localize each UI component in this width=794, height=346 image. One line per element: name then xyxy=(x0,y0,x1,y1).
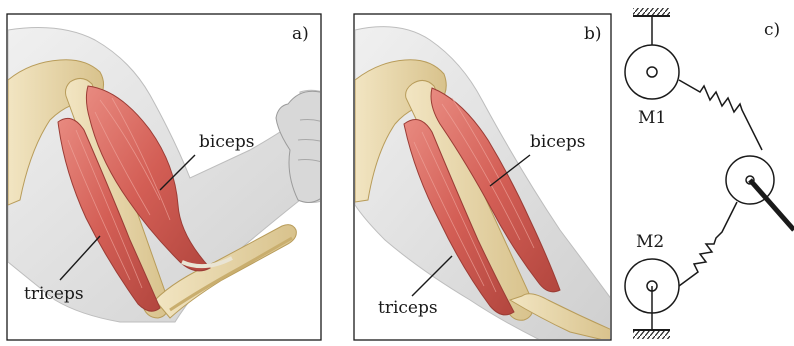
panel-b-triceps-label: triceps xyxy=(378,300,438,317)
panel-c-tag: c) xyxy=(764,22,780,39)
motor-m1-hub xyxy=(647,67,657,77)
panel-c xyxy=(625,8,794,339)
lower-spring xyxy=(679,202,737,286)
panel-b xyxy=(354,14,612,342)
bottom-ground-hatch xyxy=(633,330,670,339)
top-ground-hatch xyxy=(633,8,670,16)
panel-a-biceps-label: biceps xyxy=(199,134,255,151)
panel-b-biceps-label: biceps xyxy=(530,134,586,151)
motor-m1-label: M1 xyxy=(638,110,666,127)
panel-a-triceps-label: triceps xyxy=(24,286,84,303)
panel-a-tag: a) xyxy=(292,26,309,43)
panel-b-tag: b) xyxy=(584,26,602,43)
upper-spring xyxy=(679,80,762,150)
motor-m2-label: M2 xyxy=(636,234,664,251)
